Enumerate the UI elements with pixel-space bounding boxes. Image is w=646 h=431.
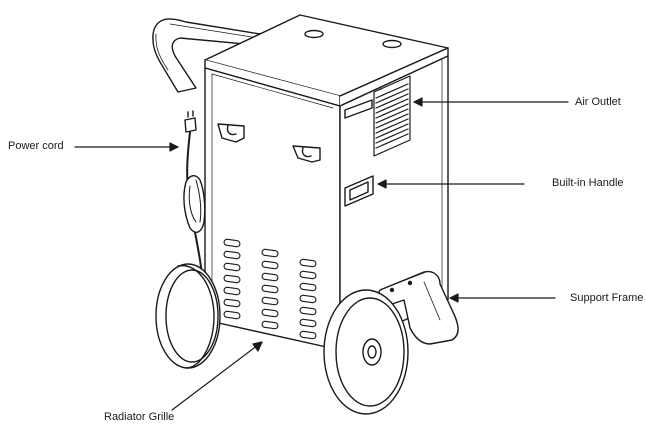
cord-hooks xyxy=(217,123,321,163)
radiator-grille-slots xyxy=(223,238,317,340)
power-cord-shape xyxy=(183,110,209,301)
pointer-air-outlet xyxy=(413,97,569,107)
pointer-support-frame xyxy=(449,293,556,303)
label-power-cord: Power cord xyxy=(8,140,64,152)
grille-column-3 xyxy=(299,258,317,340)
left-wheel xyxy=(155,263,221,369)
pointer-power-cord xyxy=(74,142,179,152)
label-radiator-grille: Radiator Grille xyxy=(104,411,175,423)
grille-column-1 xyxy=(223,238,241,320)
right-wheel xyxy=(323,289,409,415)
top-surface xyxy=(204,14,449,107)
front-panel xyxy=(204,67,341,351)
top-hole-left xyxy=(304,29,324,39)
top-hole-right xyxy=(382,39,402,49)
wheel-hub xyxy=(362,338,382,366)
builtin-handle-shape xyxy=(344,175,374,207)
label-support-frame: Support Frame xyxy=(570,292,644,304)
pointer-radiator-grille xyxy=(171,341,263,411)
pointer-lines xyxy=(74,97,569,411)
side-bracket xyxy=(344,99,373,119)
label-builtin-handle: Built-in Handle xyxy=(552,177,624,189)
pointer-builtin-handle xyxy=(377,179,525,189)
grille-column-2 xyxy=(261,248,279,330)
air-outlet-louvers xyxy=(373,75,411,157)
label-air-outlet: Air Outlet xyxy=(575,96,621,108)
